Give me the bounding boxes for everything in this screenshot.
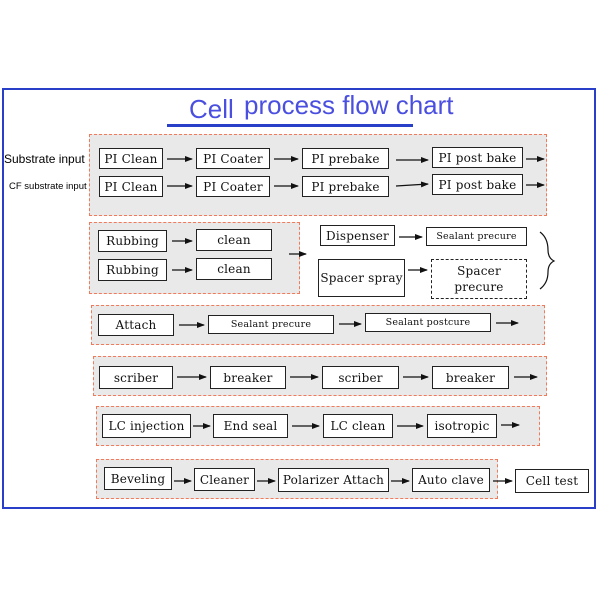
step-pi-coater-2[interactable]: PI Coater <box>196 176 270 197</box>
step-pi-coater-1[interactable]: PI Coater <box>196 148 270 169</box>
cf-substrate-input-label: CF substrate input <box>9 181 87 192</box>
step-dispenser[interactable]: Dispenser <box>320 225 395 246</box>
step-cell-test[interactable]: Cell test <box>515 469 589 493</box>
step-pi-prebake-1[interactable]: PI prebake <box>302 148 389 169</box>
step-lc-injection[interactable]: LC injection <box>102 414 191 438</box>
step-attach[interactable]: Attach <box>98 314 174 336</box>
step-auto-clave[interactable]: Auto clave <box>412 468 490 492</box>
step-rubbing-1[interactable]: Rubbing <box>98 230 167 252</box>
step-clean-1[interactable]: clean <box>196 229 272 251</box>
step-clean-2[interactable]: clean <box>196 258 272 280</box>
step-end-seal[interactable]: End seal <box>213 414 288 438</box>
step-isotropic[interactable]: isotropic <box>427 414 497 438</box>
title-cell: Cell <box>189 94 234 124</box>
step-cleaner[interactable]: Cleaner <box>194 468 255 491</box>
step-lc-clean[interactable]: LC clean <box>323 414 393 438</box>
step-sealant-precure-1[interactable]: Sealant precure <box>426 227 527 246</box>
step-spacer-spray[interactable]: Spacer spray <box>318 259 405 297</box>
substrate-input-label: Substrate input <box>4 152 85 166</box>
step-sealant-postcure[interactable]: Sealant postcure <box>365 313 491 332</box>
step-pi-prebake-2[interactable]: PI prebake <box>302 176 389 197</box>
step-breaker-1[interactable]: breaker <box>210 366 286 389</box>
step-breaker-2[interactable]: breaker <box>432 366 509 389</box>
step-pi-clean-1[interactable]: PI Clean <box>99 148 163 169</box>
title-process-flow-chart: process flow chart <box>244 90 454 120</box>
step-pi-clean-2[interactable]: PI Clean <box>99 176 163 197</box>
step-beveling[interactable]: Beveling <box>104 467 172 490</box>
step-spacer-precure[interactable]: Spacer precure <box>431 259 527 299</box>
step-scriber-2[interactable]: scriber <box>322 366 399 389</box>
step-scriber-1[interactable]: scriber <box>99 366 173 389</box>
title-underline <box>167 124 413 127</box>
step-pi-postbake-1[interactable]: PI post bake <box>432 147 523 168</box>
step-pi-postbake-2[interactable]: PI post bake <box>432 174 523 195</box>
step-sealant-precure-2[interactable]: Sealant precure <box>208 315 334 334</box>
step-rubbing-2[interactable]: Rubbing <box>98 259 167 281</box>
step-polarizer-attach[interactable]: Polarizer Attach <box>278 468 389 492</box>
